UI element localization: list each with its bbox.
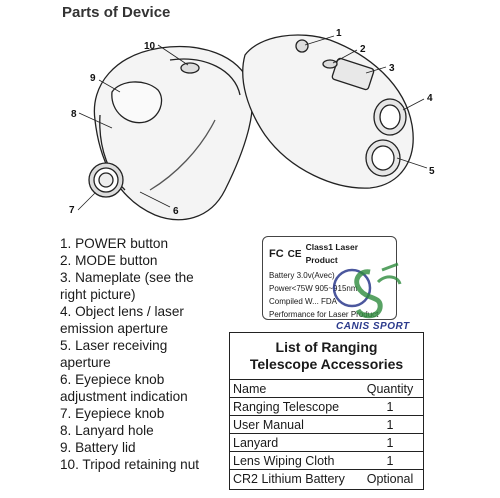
list-item: right picture) [60, 287, 136, 302]
nameplate-line: Performance for Laser Product [269, 310, 379, 319]
nameplate-line: Compiled W... FDA [269, 297, 338, 306]
list-item: 5. Laser receiving [60, 338, 168, 353]
callout-9: 9 [90, 73, 96, 84]
list-item: 9. Battery lid [60, 440, 136, 455]
list-item: adjustment indication [60, 389, 188, 404]
fc-mark-icon: FC [269, 247, 284, 260]
table-row: Lens Wiping Cloth 1 [230, 451, 423, 470]
list-item: 6. Eyepiece knob [60, 372, 165, 387]
callout-5: 5 [429, 166, 435, 177]
watermark-text: CANIS SPORT [336, 321, 410, 332]
accessories-title-line1: List of Ranging [275, 339, 378, 355]
table-row: User Manual 1 [230, 415, 423, 434]
callout-1: 1 [336, 28, 342, 39]
device-rear-view [88, 45, 254, 221]
nameplate-line: Battery 3.0v(Avec) [269, 271, 335, 280]
callout-labels: 1 2 3 4 5 6 7 8 9 10 [69, 28, 435, 217]
callout-leaders [77, 35, 428, 211]
item-name: Ranging Telescope [230, 397, 357, 416]
callout-3: 3 [389, 63, 395, 74]
page-title: Parts of Device [62, 4, 171, 21]
callout-6: 6 [173, 206, 179, 217]
canis-sport-logo-icon [332, 262, 402, 319]
item-name: Lanyard [230, 433, 357, 452]
table-row: CR2 Lithium Battery Optional [230, 469, 423, 487]
nameplate-line: Power<75W 905~915nm [269, 284, 358, 293]
callout-2: 2 [360, 44, 366, 55]
list-item: 4. Object lens / laser [60, 304, 184, 319]
list-item: 10. Tripod retaining nut [60, 457, 200, 472]
item-quantity: 1 [357, 397, 423, 416]
item-quantity: 1 [357, 433, 423, 452]
nameplate-header: FC CE Class1 Laser Product [269, 241, 390, 267]
callout-10: 10 [144, 41, 156, 52]
item-name: Lens Wiping Cloth [230, 451, 357, 470]
list-item: 2. MODE button [60, 253, 158, 268]
accessories-table: Name Quantity Ranging Telescope 1 User M… [230, 379, 423, 487]
table-header-row: Name Quantity [230, 379, 423, 398]
nameplate-heading: Class1 Laser Product [305, 242, 359, 265]
list-item: 7. Eyepiece knob [60, 406, 165, 421]
list-item: 1. POWER button [60, 236, 169, 251]
device-illustration: 1 2 3 4 5 6 7 8 9 10 [69, 28, 435, 221]
item-quantity: Optional [357, 469, 423, 487]
table-row: Lanyard 1 [230, 433, 423, 452]
list-item: aperture [60, 355, 111, 370]
parts-list: 1. POWER button 2. MODE button 3. Namepl… [60, 235, 199, 473]
ce-mark-icon: CE [287, 248, 302, 260]
item-quantity: 1 [357, 415, 423, 434]
column-header-quantity: Quantity [357, 379, 423, 398]
list-item: emission aperture [60, 321, 169, 336]
accessories-title: List of Ranging Telescope Accessories [230, 333, 423, 379]
item-name: CR2 Lithium Battery [230, 469, 357, 487]
list-item: 3. Nameplate (see the [60, 270, 194, 285]
list-item: 8. Lanyard hole [60, 423, 154, 438]
item-name: User Manual [230, 415, 357, 434]
callout-4: 4 [427, 93, 433, 104]
callout-8: 8 [71, 109, 77, 120]
item-quantity: 1 [357, 451, 423, 470]
nameplate-label: FC CE Class1 Laser Product Battery 3.0v(… [262, 236, 397, 320]
accessories-title-line2: Telescope Accessories [249, 356, 404, 372]
callout-7: 7 [69, 205, 75, 216]
table-row: Ranging Telescope 1 [230, 397, 423, 416]
device-front-view [242, 34, 414, 189]
accessories-table-box: List of Ranging Telescope Accessories Na… [229, 332, 424, 490]
column-header-name: Name [230, 379, 357, 398]
